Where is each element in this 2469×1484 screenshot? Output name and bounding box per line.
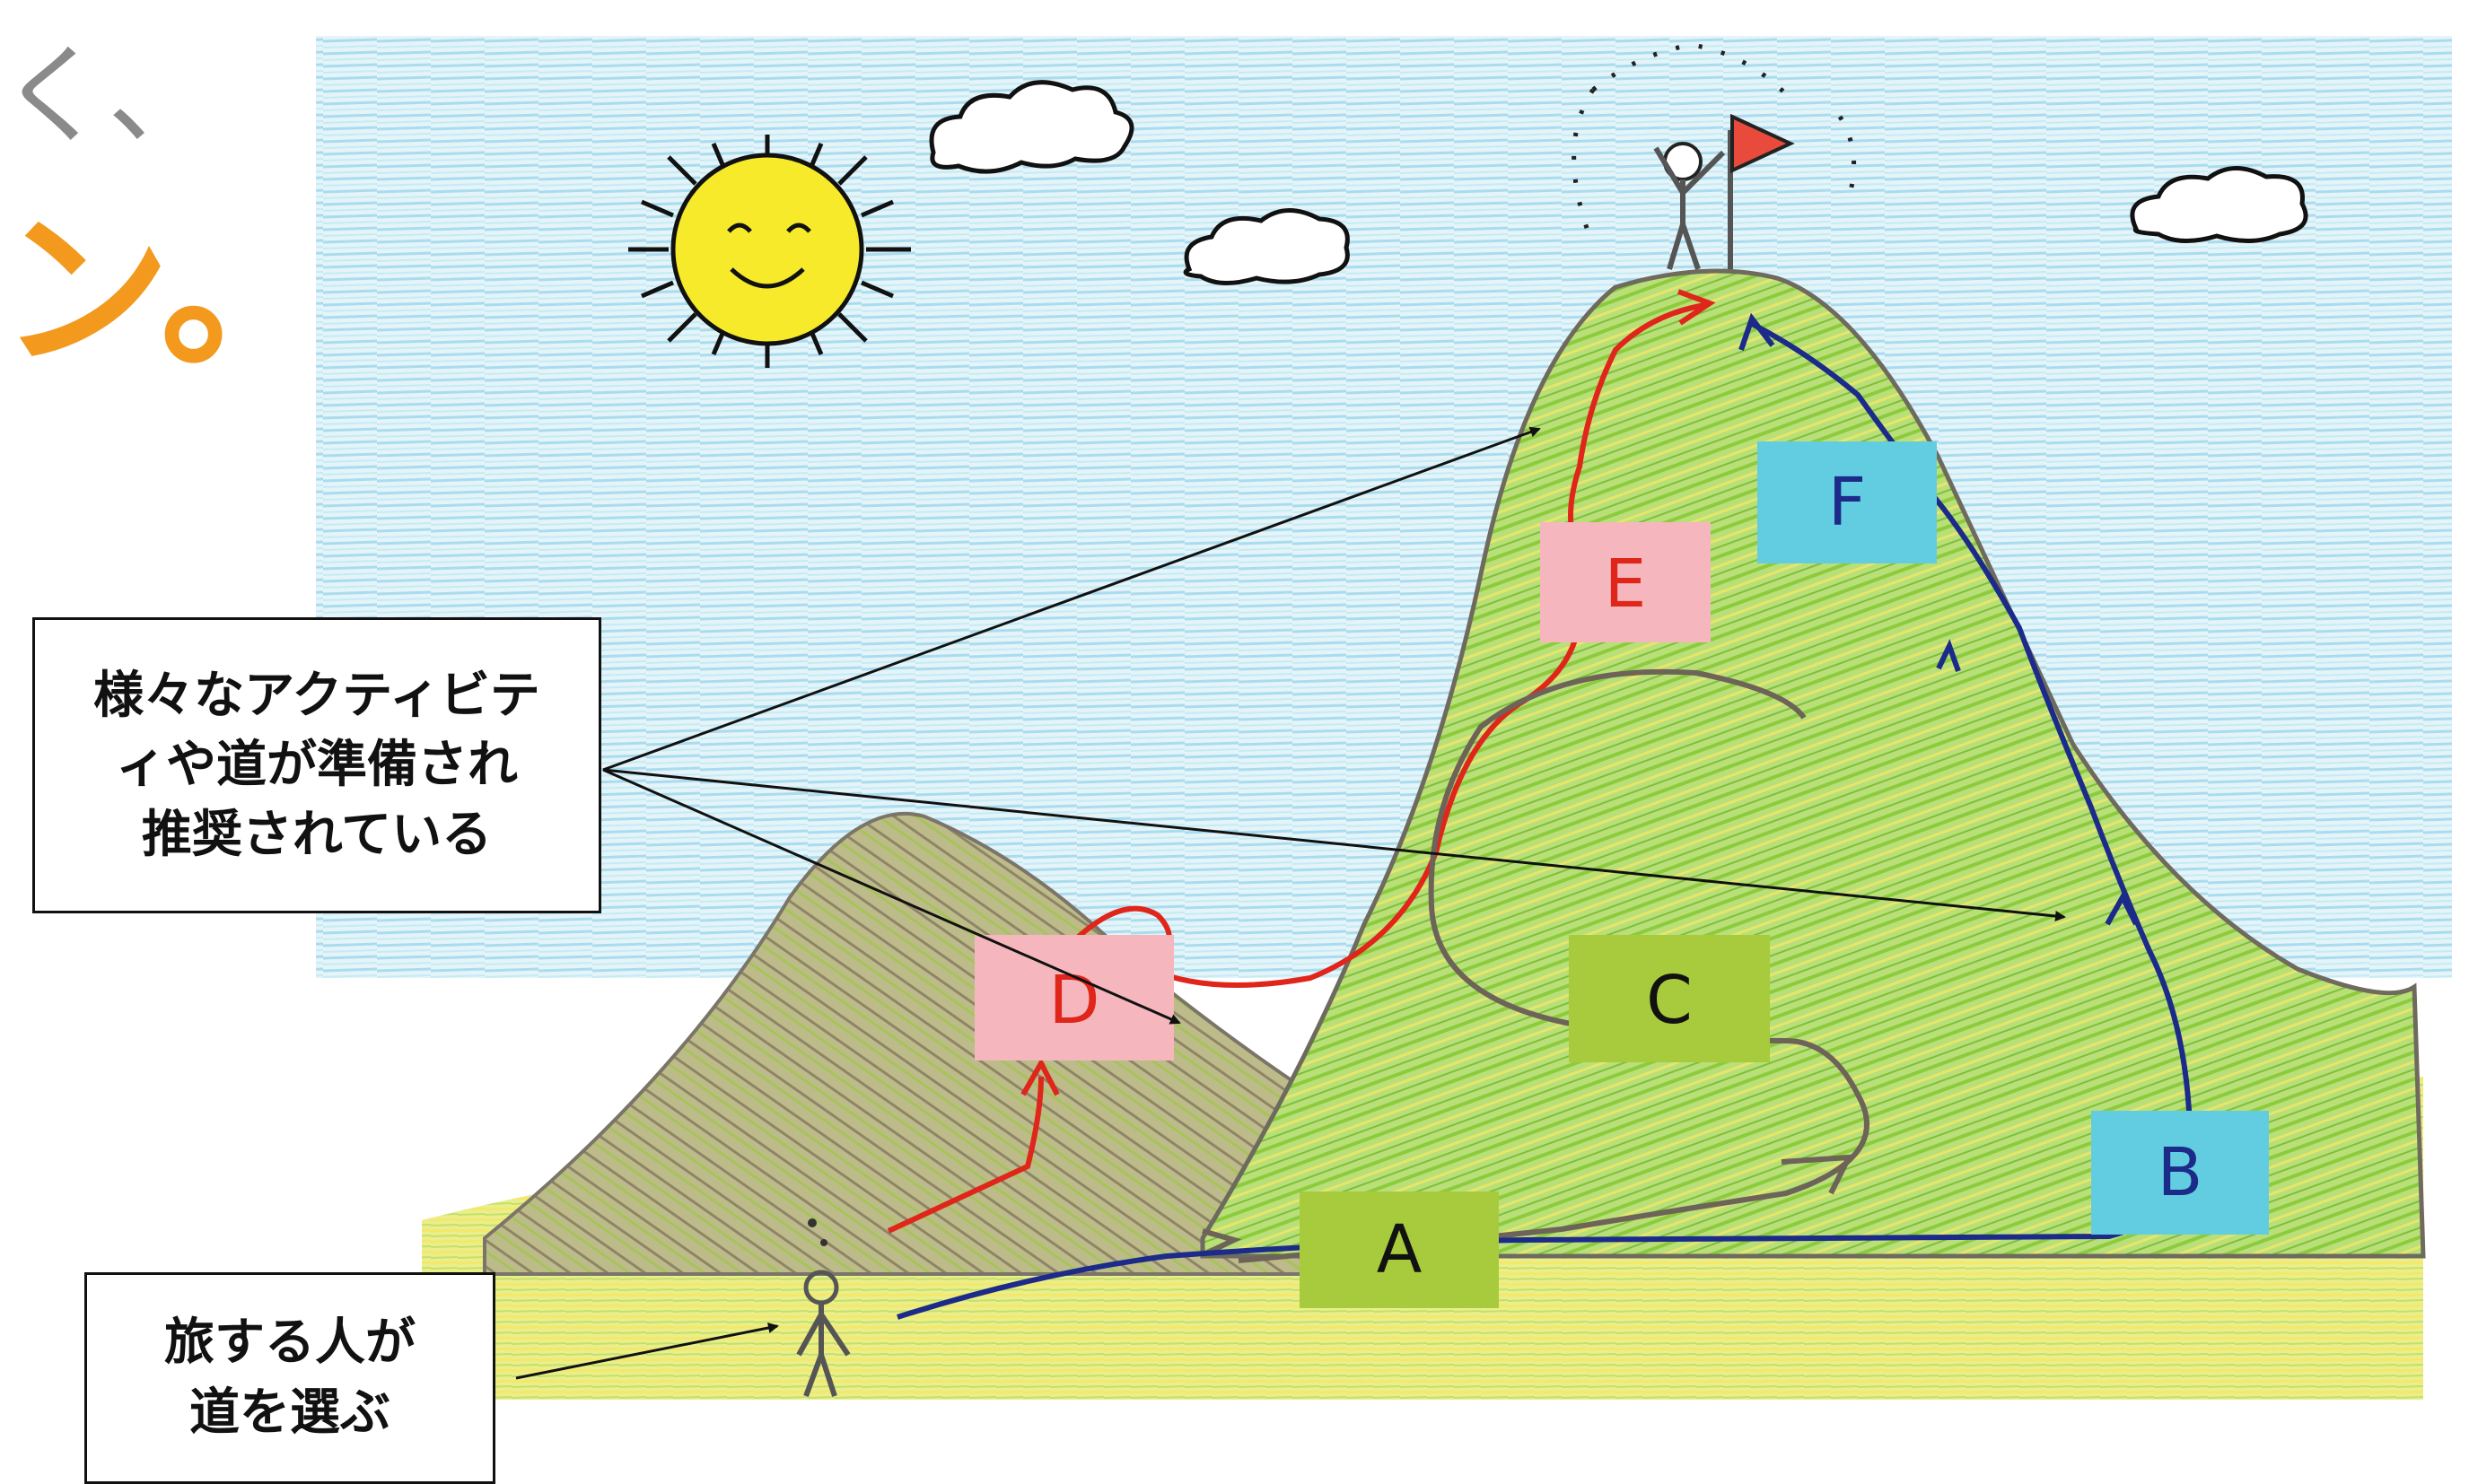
cloud-icon — [1183, 208, 1350, 286]
route-label-b: B — [2091, 1111, 2269, 1235]
cloud-icon — [2130, 166, 2308, 244]
title-fragment-top: く、 — [0, 34, 215, 159]
route-label-a: A — [1300, 1192, 1499, 1308]
svg-text:E: E — [1605, 546, 1647, 623]
route-label-e: E — [1540, 522, 1711, 642]
svg-text:F: F — [1828, 464, 1867, 541]
summit-figure — [1572, 42, 1857, 270]
route-label-f: F — [1757, 441, 1937, 563]
route-label-d: D — [975, 935, 1174, 1061]
flag-icon — [1730, 113, 1795, 174]
red-path — [887, 1076, 1044, 1234]
big-mountain — [1200, 268, 2426, 1259]
route-label-c: C — [1569, 935, 1770, 1062]
callout-traveler: 旅する人が 道を選ぶ — [84, 1272, 495, 1484]
small-mountain — [483, 811, 1402, 1276]
svg-text:C: C — [1646, 962, 1693, 1039]
svg-text:B: B — [2158, 1134, 2203, 1211]
traveler-figure — [796, 1218, 851, 1398]
cloud-icon — [929, 80, 1134, 174]
title-fragment-bottom: ン。 — [0, 192, 331, 390]
callout-activities: 様々なアクティビテ ィや道が準備され 推奨されている — [32, 617, 601, 913]
sun-icon — [628, 135, 911, 368]
svg-text:D: D — [1049, 962, 1100, 1039]
svg-text:A: A — [1377, 1211, 1423, 1288]
callout-arrows — [515, 426, 2066, 1380]
